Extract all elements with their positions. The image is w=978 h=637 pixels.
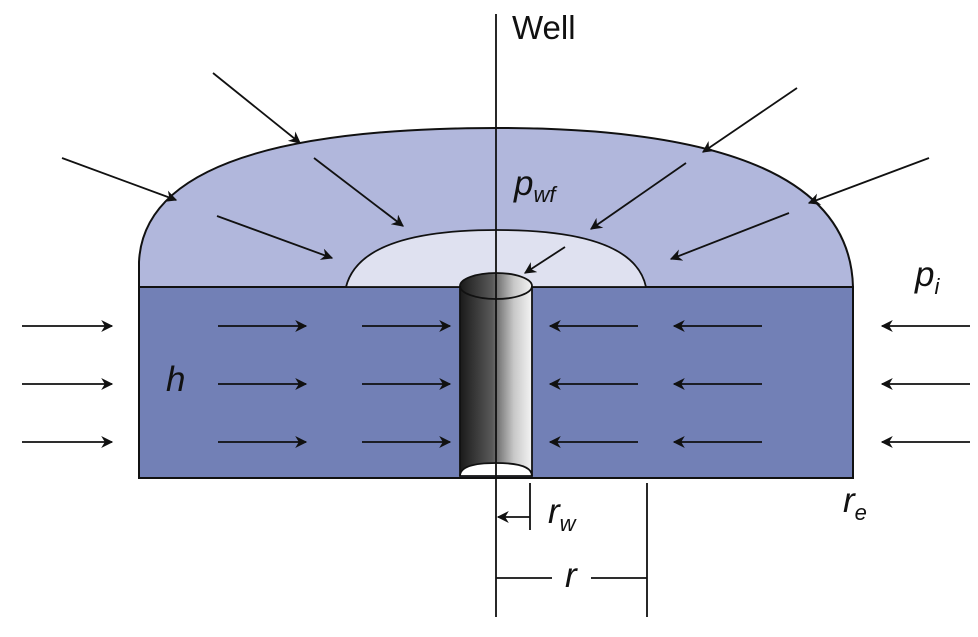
re-main: r: [843, 481, 856, 520]
pwf-label: pwf: [513, 164, 558, 207]
thickness-label: h: [166, 360, 185, 399]
arrow-icon: [702, 87, 798, 153]
rw-subscript: w: [560, 511, 578, 536]
right-flow-arrows: [548, 320, 970, 448]
rw-label: rw: [548, 492, 578, 536]
arrow-icon: [212, 72, 301, 144]
pi-subscript: i: [934, 274, 940, 299]
left-flow-arrows: [22, 320, 452, 448]
dimension-lines: [496, 483, 648, 617]
arrow-icon: [523, 246, 566, 274]
radius-label: r: [565, 556, 578, 595]
well-label: Well: [512, 9, 576, 46]
pi-main: p: [914, 255, 934, 294]
arrow-icon: [61, 157, 178, 202]
pwf-subscript: wf: [533, 182, 558, 207]
arrow-icon: [590, 162, 687, 230]
pwf-main: p: [513, 164, 533, 203]
re-subscript: e: [855, 500, 867, 525]
rw-main: r: [548, 492, 561, 531]
re-label: re: [843, 481, 867, 525]
pi-label: pi: [914, 255, 940, 299]
arrow-icon: [669, 212, 790, 261]
arrow-icon: [807, 157, 930, 205]
top-flow-arrows: [61, 72, 930, 274]
arrow-icon: [313, 157, 404, 227]
arrow-icon: [216, 215, 334, 260]
